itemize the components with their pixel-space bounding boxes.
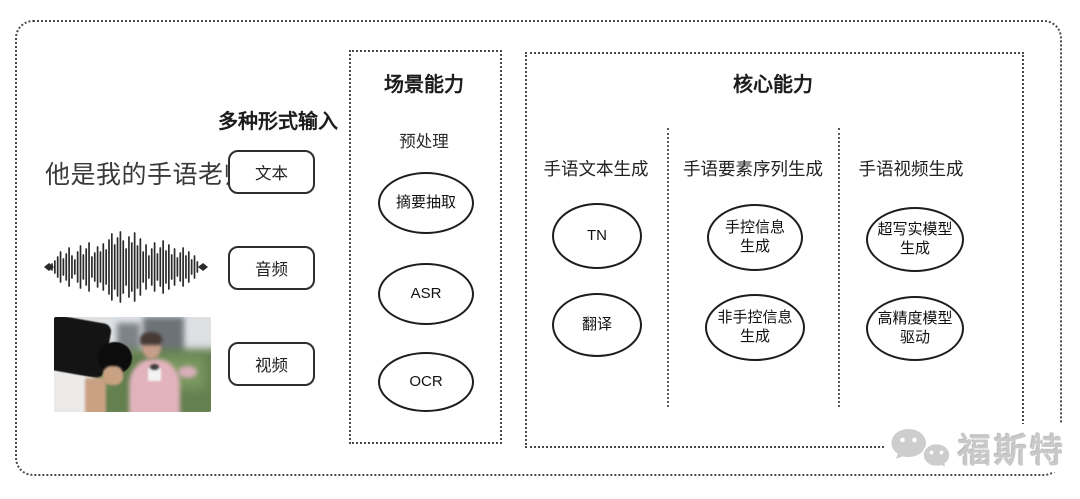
photo-reporter-hair bbox=[140, 332, 163, 346]
photo-reporter-hand bbox=[178, 366, 197, 378]
scene-node-ocr: OCR bbox=[378, 352, 474, 412]
input-type-audio-label: 音频 bbox=[255, 261, 288, 279]
core-column-divider-2 bbox=[838, 128, 840, 407]
watermark: 福斯特 bbox=[886, 424, 1068, 472]
watermark-text: 福斯特 bbox=[958, 432, 1066, 469]
core-node-high-precision-model-driving: 高精度模型 驱动 bbox=[866, 296, 964, 361]
core-column-header-video-generation: 手语视频生成 bbox=[858, 159, 964, 179]
input-type-text-box: 文本 bbox=[228, 150, 315, 194]
outer-dotted-frame bbox=[15, 20, 1062, 476]
wechat-icon bbox=[891, 429, 951, 470]
audio-waveform-icon bbox=[44, 231, 208, 303]
core-box-title: 核心能力 bbox=[733, 74, 813, 96]
photo-microphone-head bbox=[149, 363, 160, 371]
input-type-text-label: 文本 bbox=[255, 165, 288, 183]
video-example-photo bbox=[54, 317, 211, 412]
scene-node-summary-extraction: 摘要抽取 bbox=[378, 172, 474, 234]
core-column-divider-1 bbox=[667, 128, 669, 407]
scene-box-title: 场景能力 bbox=[384, 74, 464, 96]
photo-cameraman-arm bbox=[85, 377, 106, 412]
scene-capability-box bbox=[349, 50, 502, 444]
core-node-hyperrealistic-model-generation: 超写实模型 生成 bbox=[866, 207, 964, 272]
core-node-manual-feature-generation: 手控信息 生成 bbox=[707, 204, 803, 271]
core-column-header-element-sequence-generation: 手语要素序列生成 bbox=[683, 159, 823, 179]
core-capability-box bbox=[525, 52, 1024, 448]
core-node-translation: 翻译 bbox=[552, 293, 642, 357]
waveform-right-tip bbox=[198, 263, 208, 271]
scene-box-subtitle: 预处理 bbox=[399, 133, 449, 151]
input-type-video-box: 视频 bbox=[228, 342, 315, 386]
input-type-audio-box: 音频 bbox=[228, 246, 315, 290]
scene-node-asr: ASR bbox=[378, 263, 474, 325]
core-node-tn: TN bbox=[552, 203, 642, 269]
core-node-non-manual-feature-generation: 非手控信息 生成 bbox=[705, 294, 805, 361]
photo-microphone bbox=[148, 368, 161, 381]
waveform-left-tip bbox=[44, 263, 54, 271]
input-type-video-label: 视频 bbox=[255, 357, 288, 375]
core-column-header-text-generation: 手语文本生成 bbox=[543, 159, 649, 179]
input-section-title: 多种形式输入 bbox=[218, 111, 338, 133]
sample-sentence-text: 他是我的手语老师 bbox=[45, 161, 250, 189]
photo-cameraman-hand bbox=[102, 366, 124, 386]
